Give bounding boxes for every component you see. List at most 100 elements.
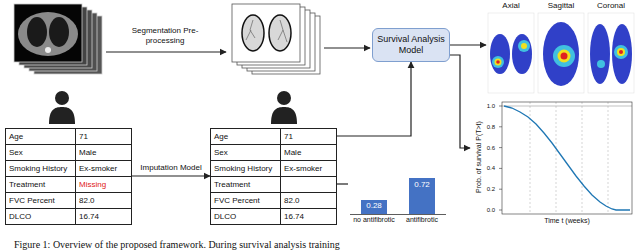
bar-label: no antifibrotic [349,216,399,224]
axis-tick: 1.0 [478,102,495,110]
axis-title: Time t (weeks) [502,216,632,226]
clinical-table: Age71SexMaleSmoking HistoryEx-smokerTrea… [5,128,132,225]
table-cell: Smoking History [211,161,281,177]
table-cell: Sex [6,145,76,161]
table-cell-empty [281,177,337,193]
patient-icon [49,91,75,124]
table-cell: Male [281,145,337,161]
heatmap-hotspot [614,45,628,59]
view-title: Axial [486,1,536,11]
heatmap-hotspot [495,59,502,66]
heatmap-hotspot [553,45,575,67]
heatmap-hotspot [597,60,605,68]
patient-body [49,107,75,124]
grid-line [502,106,632,107]
ct-lung [49,17,69,47]
heatmap-panel [488,13,534,93]
axis-tick: 0.6 [478,144,495,152]
seg-vessels [246,20,287,42]
table-cell: 71 [76,129,132,145]
seg-slice [232,4,300,62]
table-cell: 16.74 [281,209,337,225]
table-cell: Male [76,145,132,161]
bar-value: 0.72 [409,180,435,190]
axis-tick: 0.8 [478,123,495,131]
ct-lung [27,17,47,47]
table-cell: Age [6,129,76,145]
tick-marks [499,106,502,210]
ct-stack [14,4,102,74]
connector-arrow [450,55,470,148]
axis-tick: 0.0 [478,206,495,214]
view-title: Sagittal [536,1,586,11]
heatmap-panel [538,13,584,93]
patient-head [55,91,69,105]
table-cell: DLCO [6,209,76,225]
connector-arrow [337,62,411,136]
heatmap-lung [543,22,579,86]
ct-slice [14,4,82,62]
plot-frame [502,102,632,214]
bar-chart [350,178,446,215]
process-label: Segmentation Pre-processing [125,26,205,46]
segmented-stack [232,4,320,74]
heatmap-lung [612,24,632,84]
bar-value: 0.28 [361,201,387,211]
figure-caption: Figure 1: Overview of the proposed frame… [14,239,340,251]
table-cell: Missing [76,177,132,193]
table-cell: DLCO [211,209,281,225]
heatmap-hotspot [521,43,527,49]
edge-label: Imputation Model [140,163,202,173]
survival-curve [504,106,630,210]
bar-label: antifibrotic [397,216,447,224]
heatmap-hotspot [496,60,500,64]
bar [361,200,387,214]
ct-spine [45,47,51,53]
patient-head [277,91,291,105]
heatmap-hotspot [619,50,623,54]
survival-plot [499,102,632,214]
process-arrow [324,47,370,48]
table-cell: Treatment [6,177,76,193]
view-title: Coronal [586,1,636,11]
connector-arrow [450,44,486,45]
heatmap-hotspot [492,56,504,68]
axis-tick: 0.2 [478,185,495,193]
grid-line [608,102,609,214]
axis-tick: 0.4 [478,164,495,172]
heatmap-lung [512,34,532,74]
table-cell: 82.0 [76,193,132,209]
heatmap-lung [490,34,510,74]
table-cell: 16.74 [76,209,132,225]
table-cell: FVC Percent [211,193,281,209]
connector-arrow [132,175,210,176]
grid-line [582,102,583,214]
axis-title: Prob. of survival P(T>t) [474,102,484,212]
table-cell: Ex-smoker [281,161,337,177]
heatmap-hotspot [617,48,625,56]
process-arrow [106,51,226,52]
table-cell: FVC Percent [6,193,76,209]
heatmap-panel: AxialSagittalCoronal [486,0,636,96]
connector-arrow [337,183,348,184]
bar-baseline [350,214,446,215]
process-box: Survival Analysis Model [372,28,450,62]
table-cell: 71 [281,129,337,145]
table-cell: Ex-smoker [76,161,132,177]
table-cell: Age [211,129,281,145]
process-label: Survival Analysis Model [377,34,445,56]
heatmaps [488,13,634,93]
heatmap-hotspot [558,50,571,63]
table-cell: Smoking History [6,161,76,177]
heatmap-lung [590,24,610,84]
heatmap-panel [588,13,634,93]
table-cell: Sex [211,145,281,161]
patient-icon [271,91,297,124]
bar-chart-panel: 0.28 0.72 no antifibroticantifibrotic [348,158,448,236]
heatmap-hotspot [561,53,568,60]
patient-body [271,107,297,124]
ct-body [18,12,78,56]
imputed-table: Age71SexMaleSmoking HistoryEx-smokerTrea… [210,128,337,225]
table-cell: 82.0 [281,193,337,209]
